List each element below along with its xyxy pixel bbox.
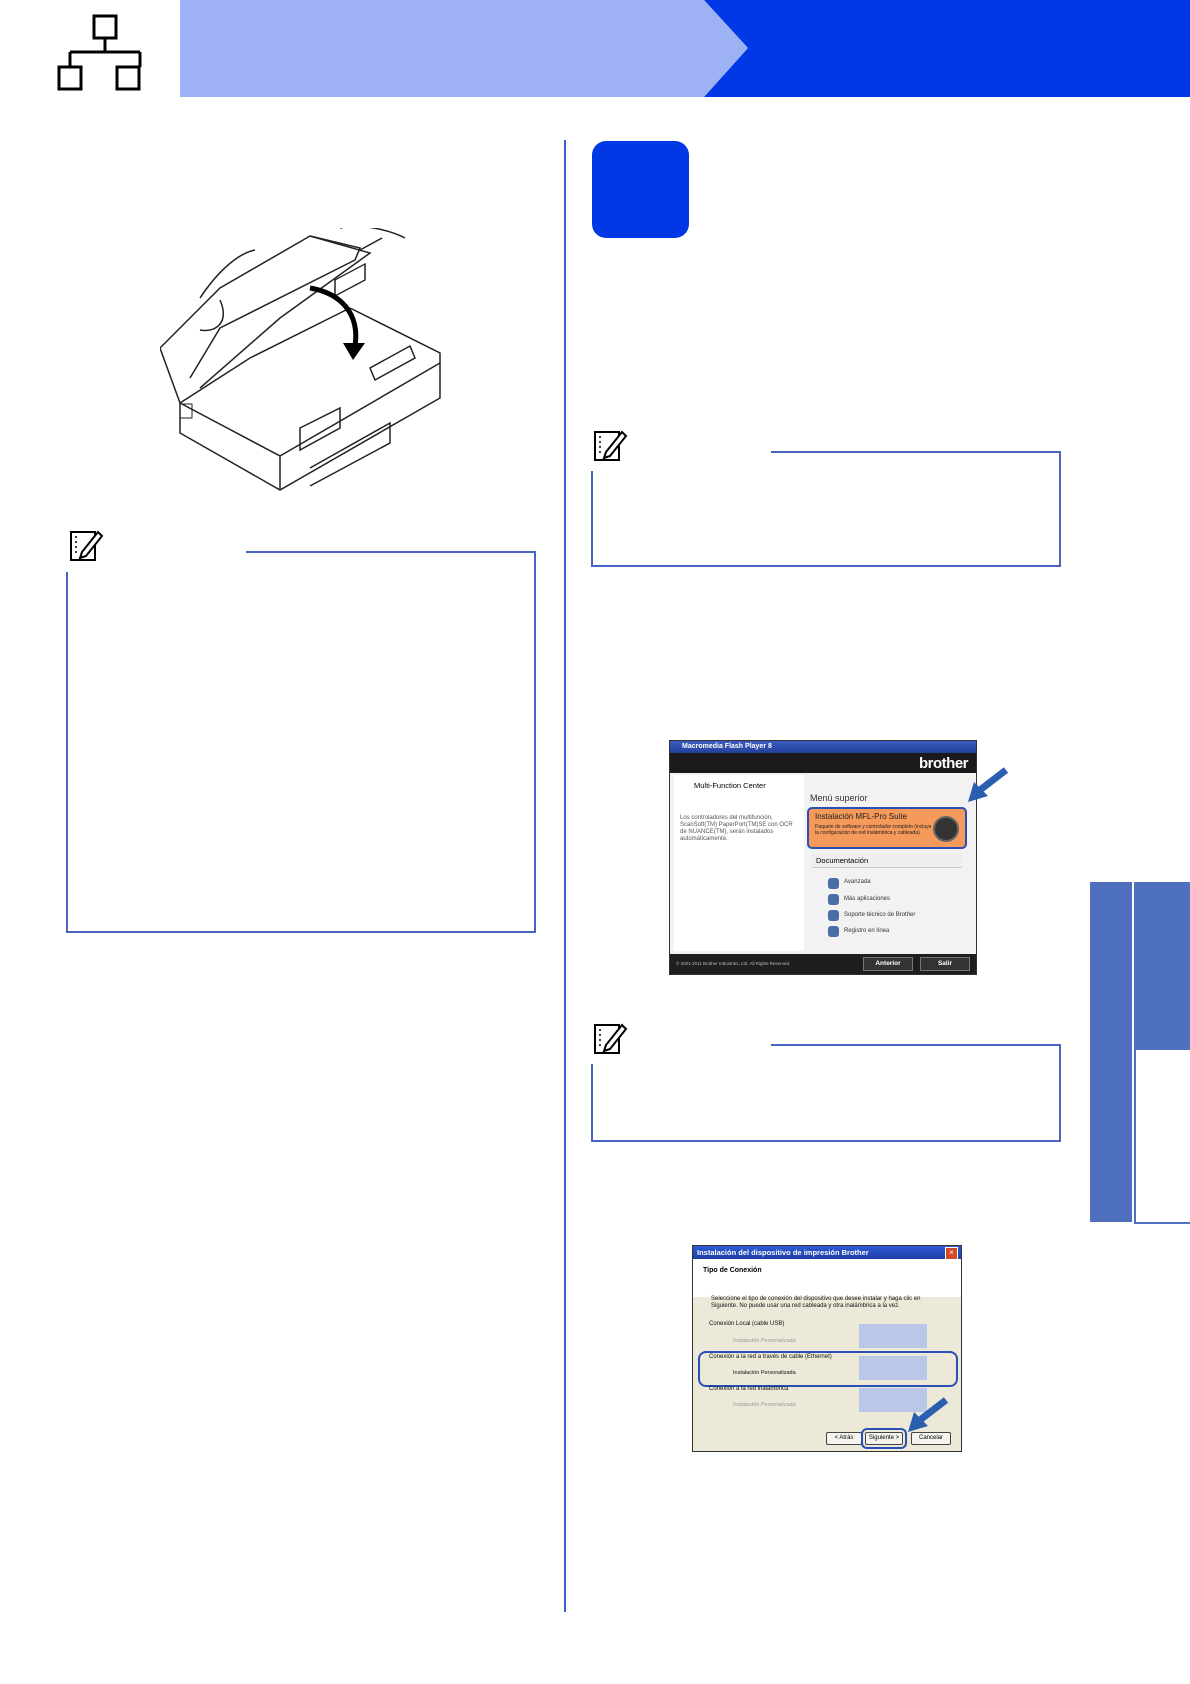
registration-icon [828,926,839,937]
note-box-right1-top [771,451,1061,453]
mfl-install-button[interactable]: Instalación MFL-Pro Suite Paquete de sof… [807,807,967,849]
network-icon [57,14,142,91]
note-box-right1 [591,451,1061,567]
next-button[interactable]: Siguiente > [861,1428,907,1449]
header-band-light [180,0,750,97]
radio-usb[interactable]: Conexión Local (cable USB) [709,1321,785,1327]
header-chevron [700,0,748,97]
brand-banner: brother [670,753,976,773]
wireless-image [859,1388,927,1412]
copyright-text: © 2001-2011 Brother Industries, Ltd. All… [676,961,791,966]
radio-wireless[interactable]: Conexión a la red inalámbrica [709,1386,789,1392]
note-box-left-side [66,572,68,933]
radio-ethernet[interactable]: Conexión a la red a través de cable (Eth… [709,1354,832,1360]
note-box-left-top [246,551,536,553]
left-panel [674,775,804,951]
exit-button[interactable]: Salir [920,957,970,971]
install-description: Seleccione el tipo de conexión del dispo… [711,1296,921,1309]
back-button[interactable]: Anterior [863,957,913,971]
note-box-left [66,551,536,933]
window-title: Macromedia Flash Player 8 [670,741,976,753]
note-box-right2-side [591,1064,593,1142]
note-box-right1-side [591,471,593,567]
note-box-right2-top [771,1044,1061,1046]
pointer-arrow-icon [908,1397,949,1432]
menu-item-advanced[interactable]: Avanzada [844,879,871,885]
column-divider [564,140,566,1612]
note-pencil-icon [594,430,628,461]
back-button[interactable]: < Atrás [826,1432,862,1445]
apps-icon [828,894,839,905]
documentation-button[interactable]: Documentación [812,854,962,868]
mfl-subtitle: Paquete de software y controlador comple… [815,824,932,836]
note-pencil-icon [594,1023,628,1054]
menu-item-registration[interactable]: Registro en línea [844,928,890,934]
header-band-dark [704,0,1190,97]
side-tab-primary [1090,882,1132,1222]
menu-item-more-apps[interactable]: Más aplicaciones [844,896,891,902]
brand-logo: brother [919,755,969,772]
section-title: Tipo de Conexión [703,1267,762,1274]
printer-illustration [160,228,441,491]
mfl-title: Instalación MFL-Pro Suite [815,812,908,821]
usb-cable-image [859,1324,927,1348]
cd-icon [933,816,959,842]
app-description: Los controladores del multifunción, Scan… [680,815,793,842]
ethernet-cable-image [859,1356,927,1380]
step-number-box [592,141,689,238]
note-pencil-icon [70,530,104,561]
install-window-title: Instalación del dispositivo de impresión… [693,1246,961,1259]
custom-install-ethernet[interactable]: Instalación Personalizada [733,1370,796,1376]
install-header [693,1259,961,1297]
side-tab-secondary [1134,882,1190,1050]
menu-item-support[interactable]: Soporte técnico de Brother [844,912,916,918]
cancel-button[interactable]: Cancelar [911,1432,951,1445]
custom-install-usb[interactable]: Instalación Personalizada [733,1338,796,1344]
support-icon [828,910,839,921]
side-tab-outline [1134,1050,1190,1224]
note-box-right2 [591,1044,1061,1142]
pointer-arrow-icon [968,767,1009,802]
menu-screenshot: Macromedia Flash Player 8 brother Multi-… [669,740,977,975]
app-name: Multi-Function Center [694,781,766,790]
gear-icon [828,878,839,889]
custom-install-wireless[interactable]: Instalación Personalizada [733,1402,796,1408]
header-icon-area [0,0,180,97]
selected-option-highlight [698,1351,958,1387]
menu-title: Menú superior [810,793,868,803]
